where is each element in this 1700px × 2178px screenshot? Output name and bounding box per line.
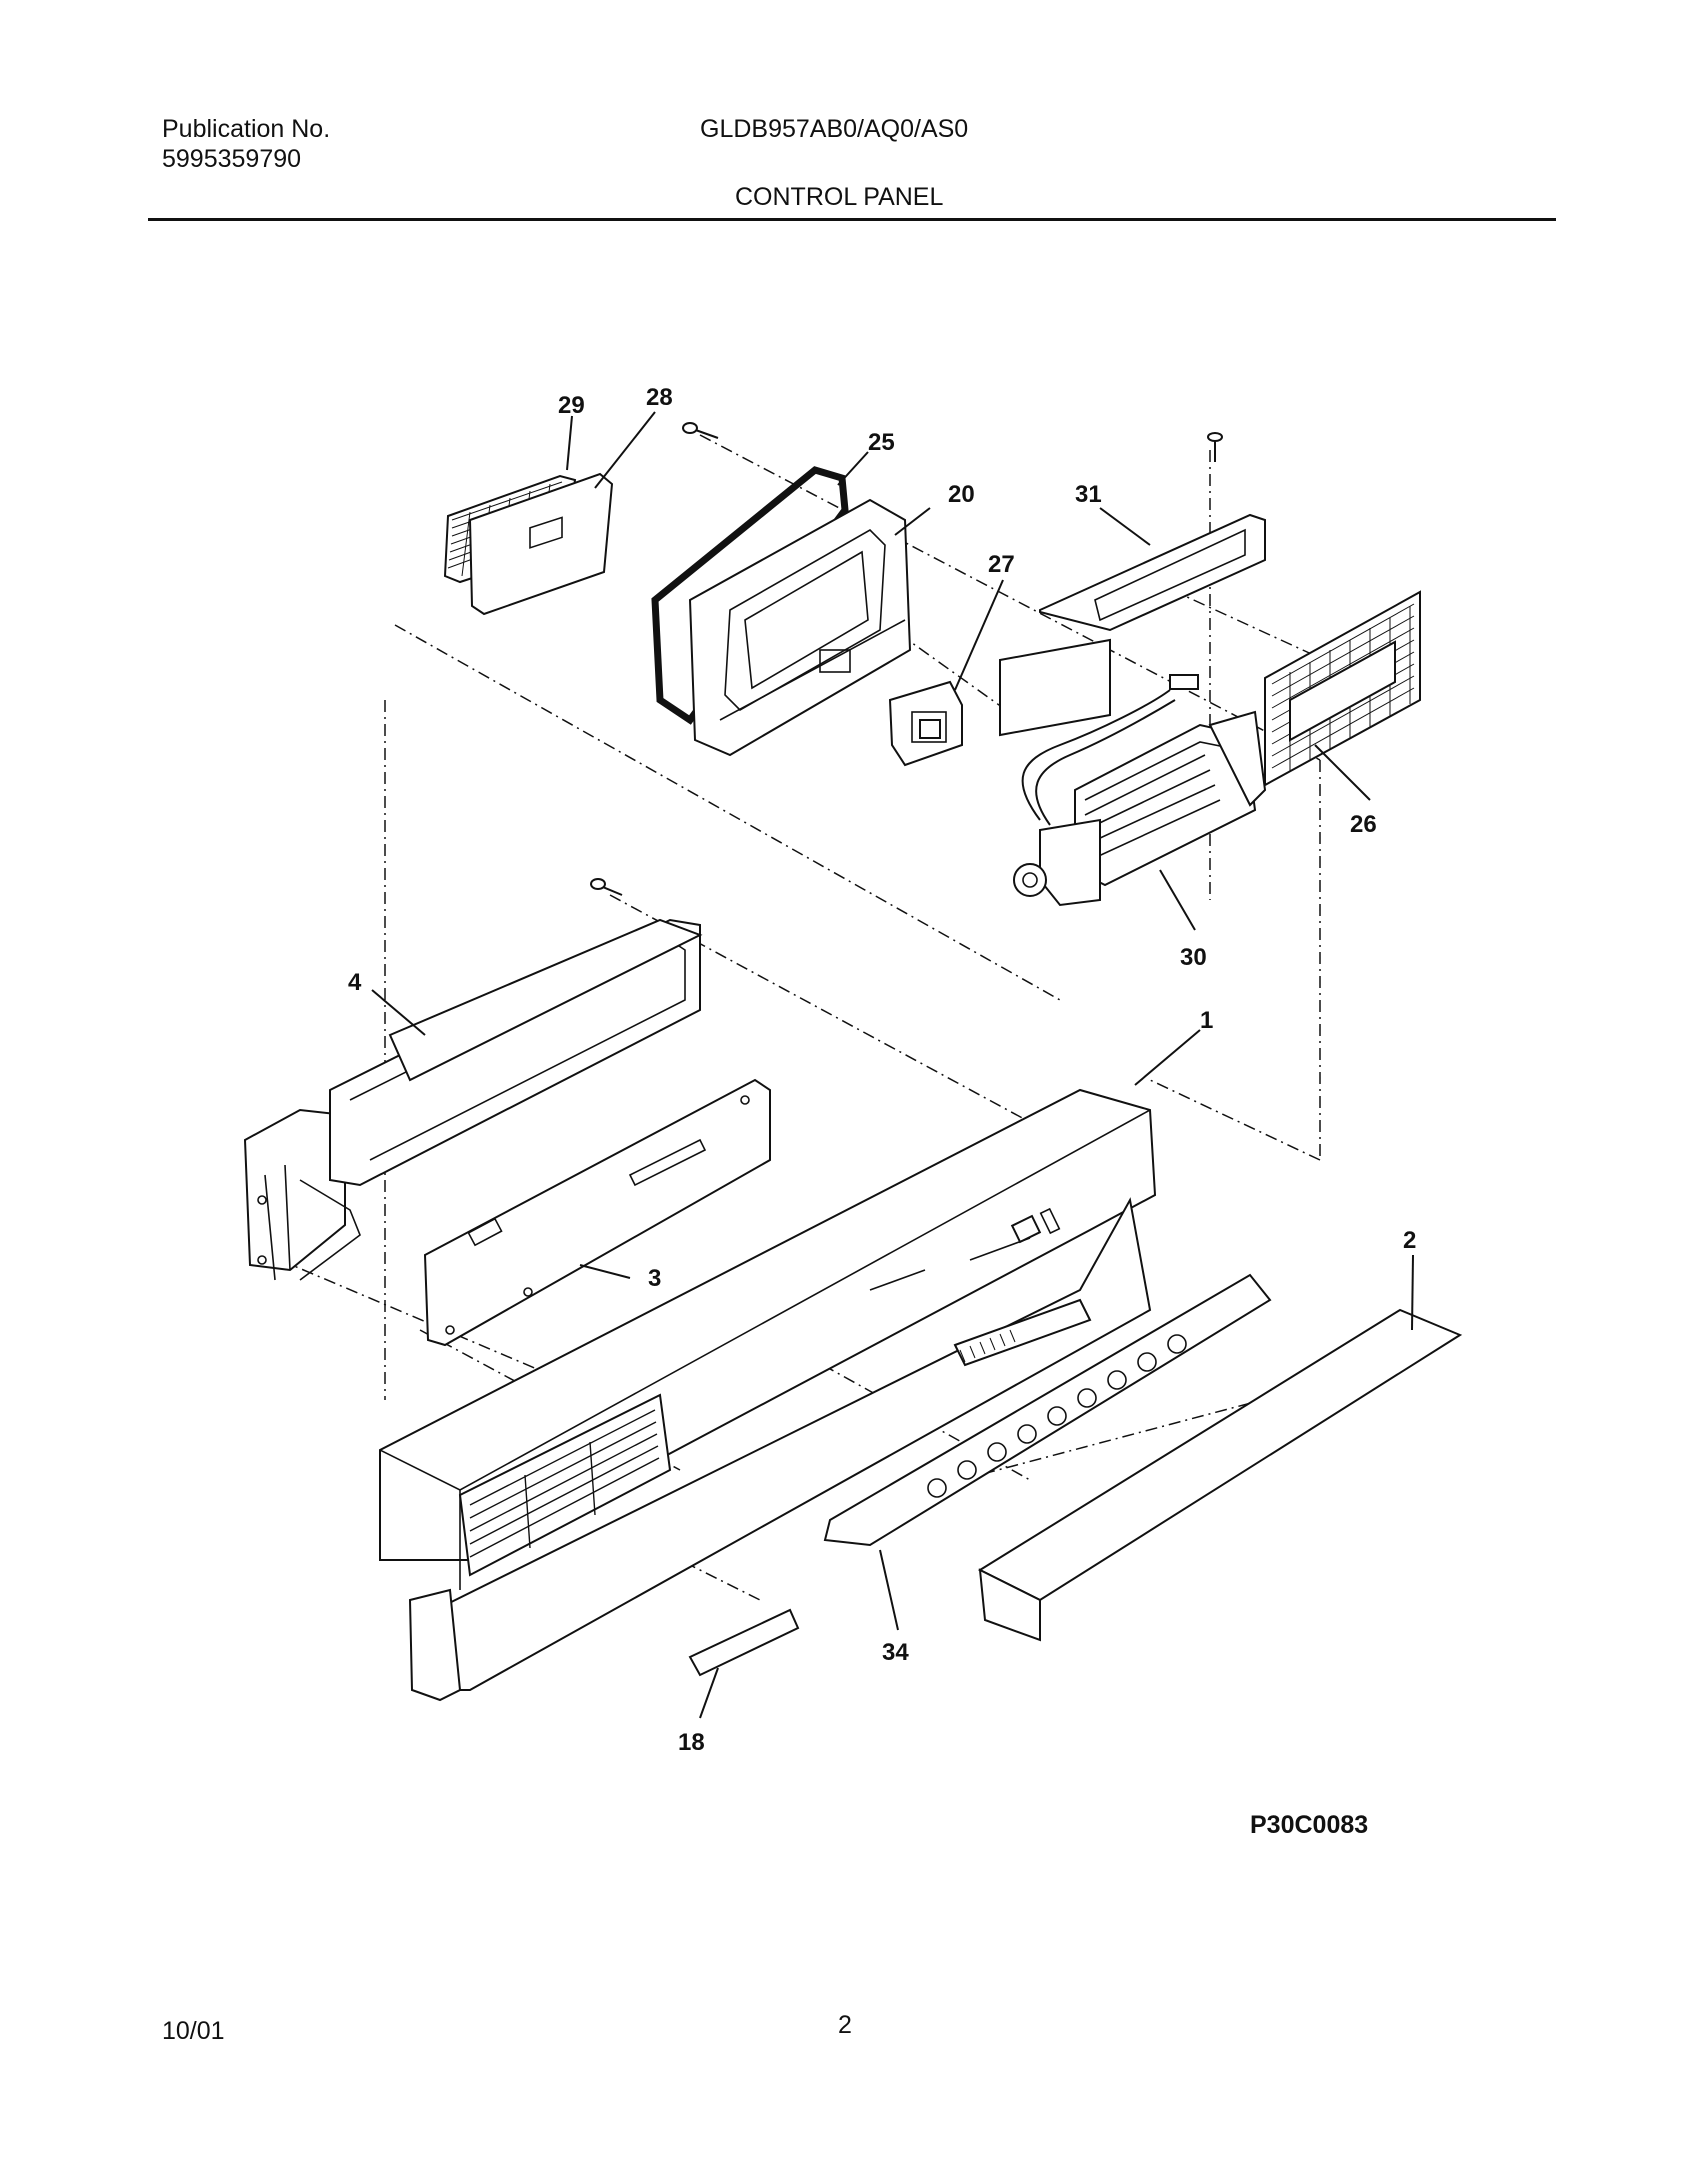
part-4-duct: [243, 918, 703, 1281]
label-18: 18: [678, 1729, 705, 1756]
part-27-switch: [888, 680, 963, 767]
label-25: 25: [868, 429, 895, 456]
screw-top-right: [1207, 432, 1223, 462]
publication-date: 10/01: [162, 2017, 225, 2045]
model-number: GLDB957AB0/AQ0/AS0: [700, 115, 969, 143]
leader-lines: [371, 411, 1414, 1719]
label-28: 28: [646, 384, 673, 411]
page-number: 2: [838, 2011, 852, 2039]
part-26-screen: [1264, 590, 1421, 787]
label-4: 4: [348, 969, 362, 996]
label-30: 30: [1180, 944, 1207, 971]
part-30-fan: [1013, 674, 1267, 907]
label-1: 1: [1200, 1007, 1213, 1034]
label-27: 27: [988, 551, 1015, 578]
part-34-overlay: [823, 1273, 1272, 1547]
part-3-board: [423, 1078, 771, 1347]
part-2-trim: [977, 1308, 1463, 1642]
screw-part-4: [590, 878, 623, 896]
part-18-label: [688, 1608, 800, 1677]
label-29: 29: [558, 392, 585, 419]
publication-label: Publication No.: [162, 115, 331, 143]
part-28-cover: [468, 472, 614, 616]
part-31-bracket: [999, 513, 1266, 737]
screw-top-left: [682, 422, 719, 439]
part-20-frame: [688, 498, 912, 757]
section-title: CONTROL PANEL: [735, 183, 944, 211]
header-rule: [148, 218, 1556, 221]
publication-number: 5995359790: [162, 145, 302, 173]
label-26: 26: [1350, 811, 1377, 838]
label-3: 3: [648, 1265, 661, 1292]
label-34: 34: [882, 1639, 909, 1666]
label-2: 2: [1403, 1227, 1416, 1254]
drawing-code: P30C0083: [1250, 1811, 1368, 1839]
part-25-gasket: [651, 466, 849, 725]
part-labels: 29 28 25 20 27 31 26 30 4 1 3 2 34 18 P3…: [348, 384, 1416, 1839]
part-1-console: [379, 1088, 1157, 1702]
label-20: 20: [948, 481, 975, 508]
label-31: 31: [1075, 481, 1102, 508]
